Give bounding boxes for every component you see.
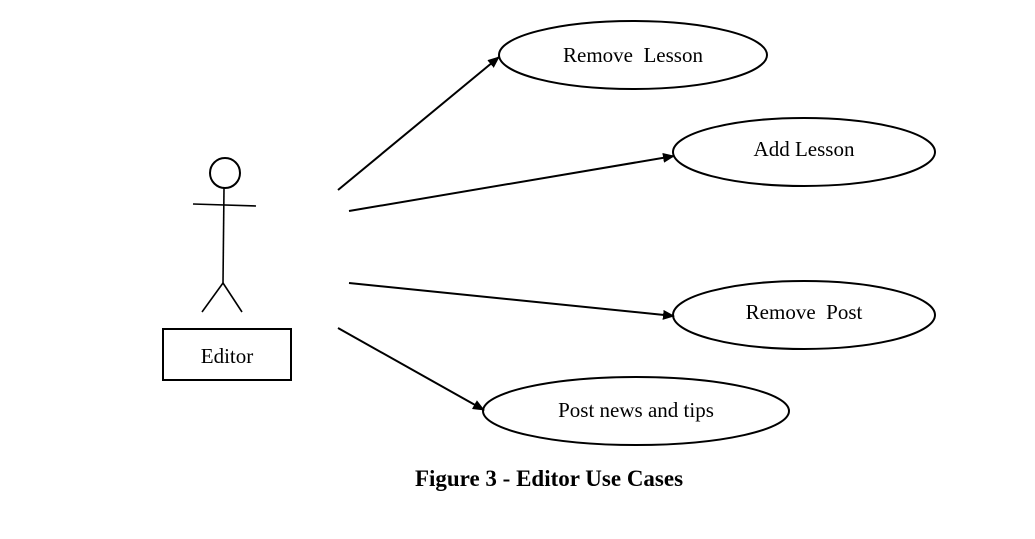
actor-head [209,157,241,189]
associations [337,56,675,411]
use-case-label: Add Lesson [754,137,855,161]
actor-label-frame [162,328,292,381]
use-case-post-news-and-tips: Post news and tips [482,376,790,446]
use-case-add-lesson: Add Lesson [672,117,936,187]
actor-right-leg [222,282,243,313]
use-case-remove-lesson: Remove Lesson [498,20,768,90]
figure-caption: Figure 3 - Editor Use Cases [415,466,683,491]
arrow-to-add-lesson [348,152,675,212]
use-case-ellipse [482,376,790,446]
use-case-label: Post news and tips [558,398,714,422]
use-case-remove-post: Remove Post [672,280,936,350]
arrow-to-remove-lesson [337,56,500,191]
actor-left-leg [201,282,224,313]
use-case-ellipse [498,20,768,90]
use-case-label: Remove Lesson [563,43,703,67]
arrow-to-post-news [337,327,485,411]
actor-body [222,187,225,284]
use-case-ellipse [672,117,936,187]
arrow-to-remove-post [348,282,675,320]
use-case-ellipse [672,280,936,350]
actor-label: Editor [201,344,254,368]
actor-figure [192,157,257,313]
use-case-label: Remove Post [746,300,863,324]
actor-label-box: Editor [162,328,292,381]
